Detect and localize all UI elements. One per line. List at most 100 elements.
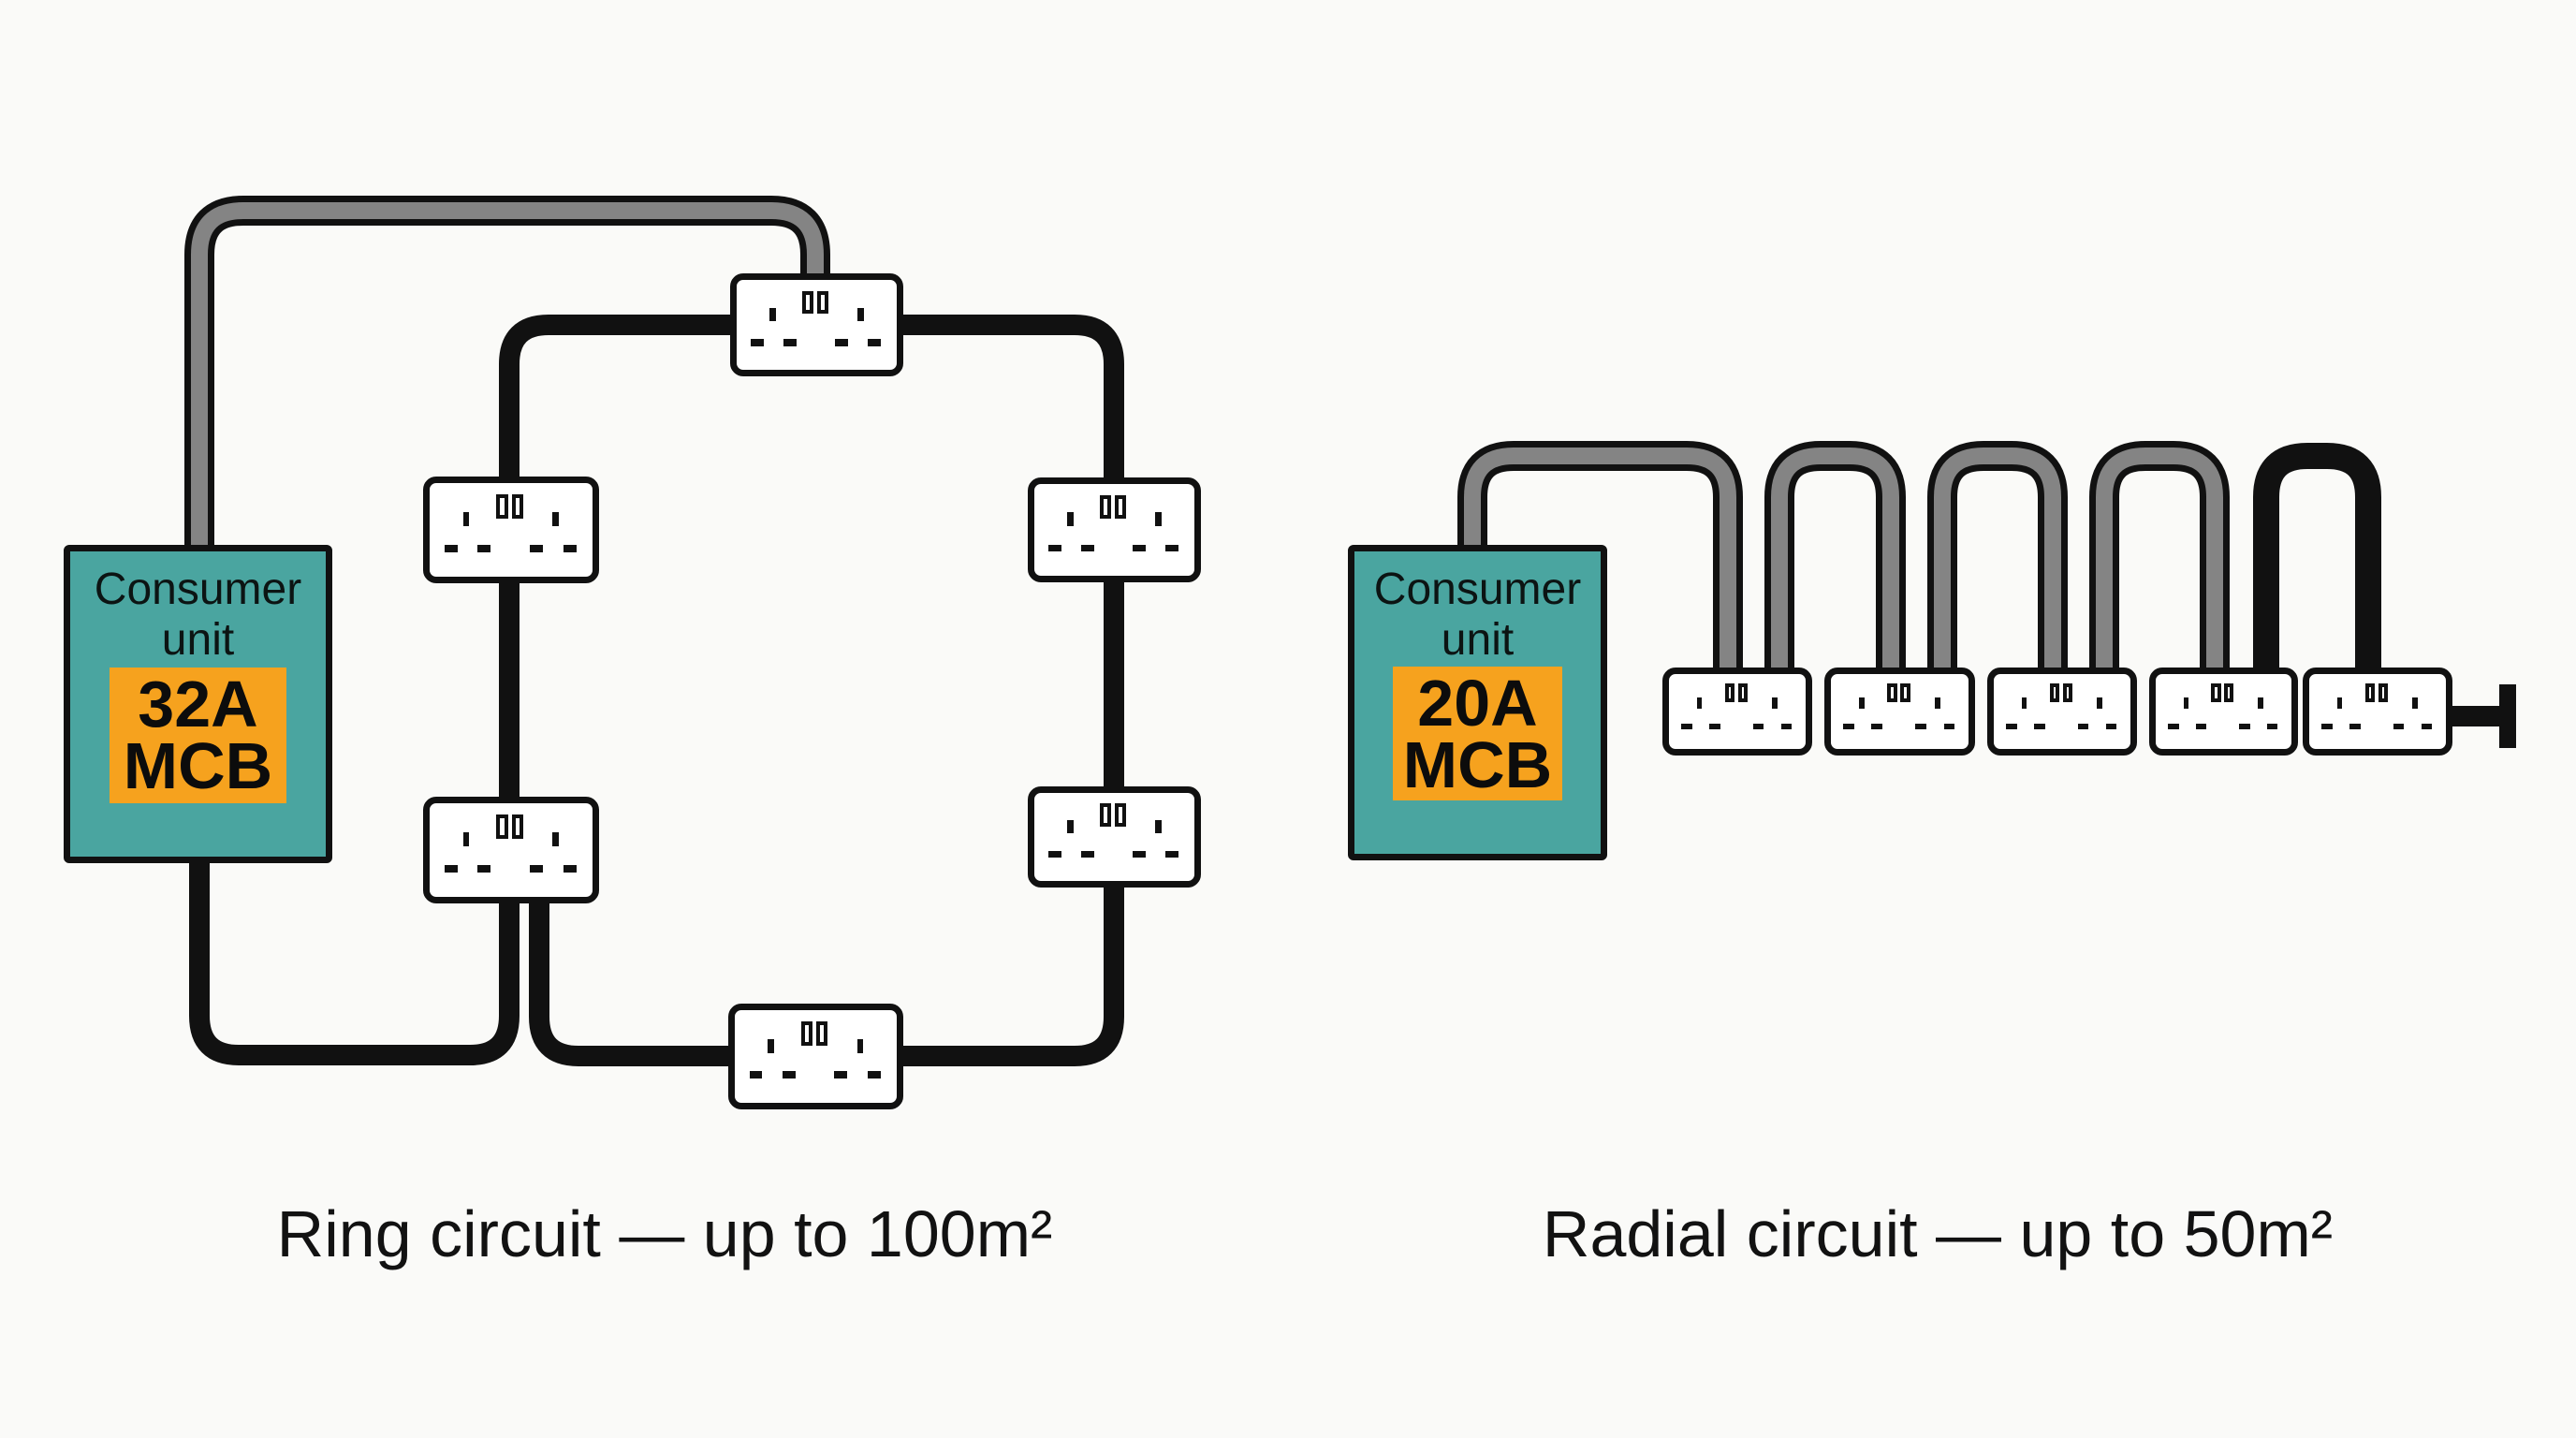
socket-pin-dash-icon <box>1943 723 1955 729</box>
socket-pin-dash-icon <box>477 865 491 873</box>
socket-pin-tick-icon <box>2412 697 2418 709</box>
mcb-32a-type: MCB <box>123 729 273 803</box>
socket-pin-dash-icon <box>835 339 848 346</box>
consumer-unit-radial-label: Consumer unit <box>1354 565 1601 666</box>
socket-pin-dash-icon <box>1780 723 1793 729</box>
socket-pin-dash-icon <box>1843 723 1854 729</box>
socket-pin-dash-icon <box>868 339 881 346</box>
socket-pin-tick-icon <box>2258 697 2263 709</box>
socket-pin-dash-icon <box>1133 851 1146 858</box>
socket-earth-slot-icon <box>800 1020 813 1046</box>
consumer-unit-ring-label-line1: Consumer <box>94 565 302 614</box>
socket-earth-slot-icon <box>1115 803 1127 827</box>
socket-pin-tick-icon <box>462 832 470 846</box>
radial-link-cable-4 <box>2253 443 2381 672</box>
socket-outlet-radial-2 <box>1824 668 1975 756</box>
socket-pin-tick-icon <box>1067 820 1074 834</box>
consumer-unit-radial-label-line1: Consumer <box>1373 565 1582 614</box>
socket-pin-dash-icon <box>2006 723 2017 729</box>
consumer-unit-ring: Consumer unit 32A MCB <box>64 545 332 863</box>
socket-pin-dash-icon <box>1048 544 1062 552</box>
socket-earth-slot-icon <box>1887 682 1897 703</box>
socket-earth-slot-icon <box>2062 682 2072 703</box>
socket-pin-tick-icon <box>2021 697 2027 709</box>
socket-pin-dash-icon <box>1681 723 1692 729</box>
socket-pin-tick-icon <box>1155 820 1162 834</box>
socket-earth-slot-icon <box>802 290 814 315</box>
socket-pin-tick-icon <box>768 1038 775 1053</box>
socket-pin-tick-icon <box>769 307 776 322</box>
socket-pin-tick-icon <box>857 307 864 322</box>
socket-pin-dash-icon <box>2266 723 2278 729</box>
socket-pin-tick-icon <box>1696 697 1703 709</box>
socket-earth-slot-icon <box>2224 682 2234 703</box>
socket-pin-dash-icon <box>783 339 798 346</box>
socket-pin-dash-icon <box>1133 544 1146 552</box>
socket-outlet-ring-left-lower <box>423 797 599 903</box>
socket-pin-dash-icon <box>2168 723 2179 729</box>
socket-pin-dash-icon <box>2077 723 2089 729</box>
socket-pin-tick-icon <box>462 512 470 526</box>
socket-pin-dash-icon <box>2349 723 2361 729</box>
socket-outlet-ring-bottom <box>728 1004 903 1109</box>
mcb-32a-rating: 32A <box>138 668 258 741</box>
socket-earth-slot-icon <box>1900 682 1910 703</box>
socket-pin-dash-icon <box>783 1071 796 1078</box>
socket-earth-slot-icon <box>2364 682 2376 703</box>
mcb-badge-32a: 32A MCB <box>110 667 286 803</box>
socket-earth-slot-icon <box>817 290 829 315</box>
socket-earth-slot-icon <box>1100 803 1112 827</box>
socket-pin-tick-icon <box>1155 512 1162 527</box>
mcb-badge-20a: 20A MCB <box>1392 666 1563 801</box>
socket-earth-slot-icon <box>511 494 524 519</box>
socket-pin-dash-icon <box>2239 723 2250 729</box>
radial-feed-cable <box>1457 441 1743 672</box>
socket-pin-dash-icon <box>477 545 491 552</box>
socket-pin-dash-icon <box>1048 851 1062 858</box>
socket-pin-dash-icon <box>2421 723 2433 729</box>
ring-circuit-caption: Ring circuit — up to 100m² <box>276 1197 1053 1270</box>
socket-outlet-ring-top <box>730 273 903 376</box>
radial-link-cable-2 <box>1927 441 2068 672</box>
socket-pin-dash-icon <box>563 865 577 873</box>
socket-pin-tick-icon <box>1772 697 1778 709</box>
socket-pin-dash-icon <box>749 1071 763 1078</box>
socket-pin-dash-icon <box>2195 723 2207 729</box>
consumer-unit-ring-label: Consumer unit <box>70 565 326 666</box>
ring-cable-left-leg <box>189 315 730 1065</box>
socket-outlet-radial-1 <box>1662 668 1812 756</box>
socket-pin-tick-icon <box>1859 697 1865 709</box>
socket-earth-slot-icon <box>2049 682 2060 703</box>
socket-pin-dash-icon <box>444 865 458 873</box>
socket-earth-slot-icon <box>496 494 508 519</box>
mcb-20a-rating: 20A <box>1417 666 1538 740</box>
socket-pin-dash-icon <box>1709 723 1720 729</box>
socket-pin-tick-icon <box>2336 697 2343 709</box>
socket-pin-tick-icon <box>552 512 559 526</box>
socket-pin-dash-icon <box>2321 723 2333 729</box>
socket-earth-slot-icon <box>1100 494 1112 520</box>
socket-pin-dash-icon <box>2393 723 2405 729</box>
socket-pin-dash-icon <box>2034 723 2045 729</box>
socket-pin-dash-icon <box>563 545 577 552</box>
socket-pin-dash-icon <box>1081 544 1095 552</box>
radial-circuit-caption: Radial circuit — up to 50m² <box>1542 1197 2334 1270</box>
socket-pin-dash-icon <box>834 1071 848 1078</box>
socket-pin-dash-icon <box>2105 723 2117 729</box>
consumer-unit-ring-label-line2: unit <box>161 615 235 665</box>
socket-earth-slot-icon <box>2211 682 2221 703</box>
socket-earth-slot-icon <box>1737 682 1748 703</box>
socket-pin-tick-icon <box>2183 697 2189 709</box>
socket-earth-slot-icon <box>1724 682 1735 703</box>
socket-outlet-radial-5 <box>2303 668 2452 756</box>
socket-outlet-radial-3 <box>1987 668 2137 756</box>
mcb-20a-type: MCB <box>1402 727 1553 801</box>
socket-pin-dash-icon <box>1081 851 1095 858</box>
socket-pin-dash-icon <box>1165 851 1178 858</box>
socket-outlet-ring-right-upper <box>1028 477 1201 582</box>
socket-pin-dash-icon <box>1871 723 1883 729</box>
socket-pin-dash-icon <box>867 1071 881 1078</box>
socket-pin-dash-icon <box>1165 544 1178 552</box>
